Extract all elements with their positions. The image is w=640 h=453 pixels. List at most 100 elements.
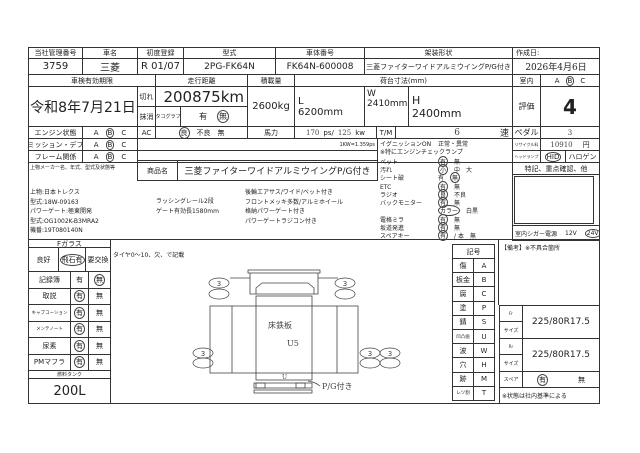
checklist-row: シート破有無 (380, 172, 461, 184)
doc-item-yes: 有 (70, 353, 89, 371)
power-gate (253, 382, 313, 389)
tire-tread-value: 3 (217, 280, 221, 288)
checklist-option: 小 (438, 163, 449, 175)
checklist-label: シート破 (380, 175, 405, 183)
doc-item-label: PMマフラ (28, 353, 71, 371)
rr-label: Rr (499, 338, 523, 355)
legend-code: A (473, 258, 495, 274)
chassis-body (209, 305, 359, 374)
detail-line: 型式:OG1002K-B3MRA2 (30, 217, 99, 225)
checklist-label: 坂道発進 (380, 225, 405, 232)
length: 6200mm (298, 106, 343, 118)
legend-name: 腐 (452, 286, 474, 302)
kw-unit: kw (355, 128, 365, 137)
option-no: 無 (96, 325, 103, 334)
upper-details-2: ラッシングレール2段ゲート有効長1580mm (156, 197, 219, 217)
checklist-option: 有 (438, 230, 449, 242)
legend-title: 記号 (452, 244, 495, 259)
tire-icon (379, 357, 401, 369)
grade-c: C (121, 152, 127, 161)
doc-item-yes: 有 (70, 304, 89, 322)
tire-tread-value: 3 (368, 350, 372, 358)
grade-a: A (93, 140, 99, 149)
checklist-option: 無 (469, 233, 476, 241)
tire-icon (208, 277, 230, 289)
doc-item-label: キャブコーション (28, 304, 71, 322)
spare-tire: 有無 (522, 371, 600, 388)
grade-b: B (565, 75, 575, 86)
cab-roof (247, 269, 321, 274)
doc-item-yes: 有 (70, 287, 89, 305)
legend-name: 凹凸歯 (452, 329, 474, 345)
doc-item-no: 無 (88, 353, 111, 371)
tacho-no: 無 (217, 110, 229, 123)
floor-note: 床鉄板 (268, 321, 292, 330)
legend-code: B (473, 272, 495, 288)
checklist-label: 汚れ (380, 166, 393, 174)
grade-c: C (121, 128, 127, 137)
option-no: 無 (94, 273, 105, 286)
option-yes: 有 (74, 323, 85, 336)
pg-note: P/G付き (322, 382, 353, 391)
legend-name: 板金 (452, 272, 474, 288)
grade-selected: B (105, 139, 115, 150)
checklist-option: 無 (454, 200, 461, 208)
tm-speeds: 6 (454, 127, 460, 138)
detail-line: フロントメッキ多数/アルミホイール (245, 198, 343, 206)
option-yes: 有 (74, 356, 85, 369)
legend-name: レツ割 (452, 385, 474, 401)
option-no: 無 (96, 292, 103, 301)
rr-tire-size: 225/80R17.5 (532, 350, 590, 360)
checklist-option: 正常・異常 (438, 141, 469, 148)
checklist-option: 無 (454, 216, 461, 224)
detail-line: パワーゲートラジコン付き (245, 217, 317, 225)
checklist-option: カラー (438, 205, 461, 217)
grade-a: A (554, 76, 560, 85)
tire-tread-value: 3 (201, 350, 205, 358)
maker-note: 上物メーカー名、年式、型式及状態等 (30, 165, 116, 171)
checklist-label: スペアキー (380, 233, 410, 241)
checklist-label: ラジオ (380, 191, 398, 199)
ps: 170 (306, 128, 320, 137)
detail-line: ゲート有効長1580mm (156, 208, 219, 215)
fuel-tank: 200L (28, 378, 111, 404)
legend-code: M (473, 371, 495, 387)
checklist-row: ※特にエンジンチェックランプ (380, 147, 463, 156)
remarks-label: 【備考】※不具合箇所 (501, 245, 561, 252)
ac-none: 無 (217, 128, 225, 137)
tire-tread-value: 3 (388, 350, 392, 358)
checklist-option: 無 (454, 158, 461, 166)
legend-name: 波 (452, 343, 474, 359)
doc-item-no: 無 (88, 304, 111, 322)
spare-yes: 有 (537, 373, 548, 386)
tire-icon (334, 288, 356, 300)
doc-item-yes: 有 (70, 337, 89, 355)
doc-item-label: 記録簿 (28, 271, 71, 289)
doc-item-yes: 有 (70, 320, 89, 338)
cigar-24v: 24V (584, 228, 599, 238)
w-label: W (367, 89, 376, 99)
legend-name: 錆 (452, 314, 474, 330)
legend-name: 傷 (452, 258, 474, 274)
tire-icon (334, 277, 356, 289)
checklist-option: 無 (450, 172, 461, 184)
detail-line: ラッシングレール2段 (156, 198, 214, 205)
doc-item-label: 取説 (28, 287, 71, 305)
option-no: 無 (96, 358, 103, 367)
doc-item-yes: 有 (70, 271, 89, 289)
checklist-option: / 本 (454, 233, 464, 241)
tire-icon (192, 357, 214, 369)
legend-name: 跡 (452, 371, 474, 387)
footnote: ※状態は社内基準による (499, 387, 600, 404)
detail-line: パワーゲート:極東開発 (30, 208, 93, 215)
tire-note: タイヤ0～10、欠、で記載 (113, 252, 185, 259)
cargo-bed (255, 295, 313, 381)
detail-line: 型式:18W-09163 (30, 198, 79, 206)
h-label: H (412, 93, 421, 107)
grade-selected: B (105, 151, 115, 162)
checklist-option: 不良 (454, 191, 467, 199)
